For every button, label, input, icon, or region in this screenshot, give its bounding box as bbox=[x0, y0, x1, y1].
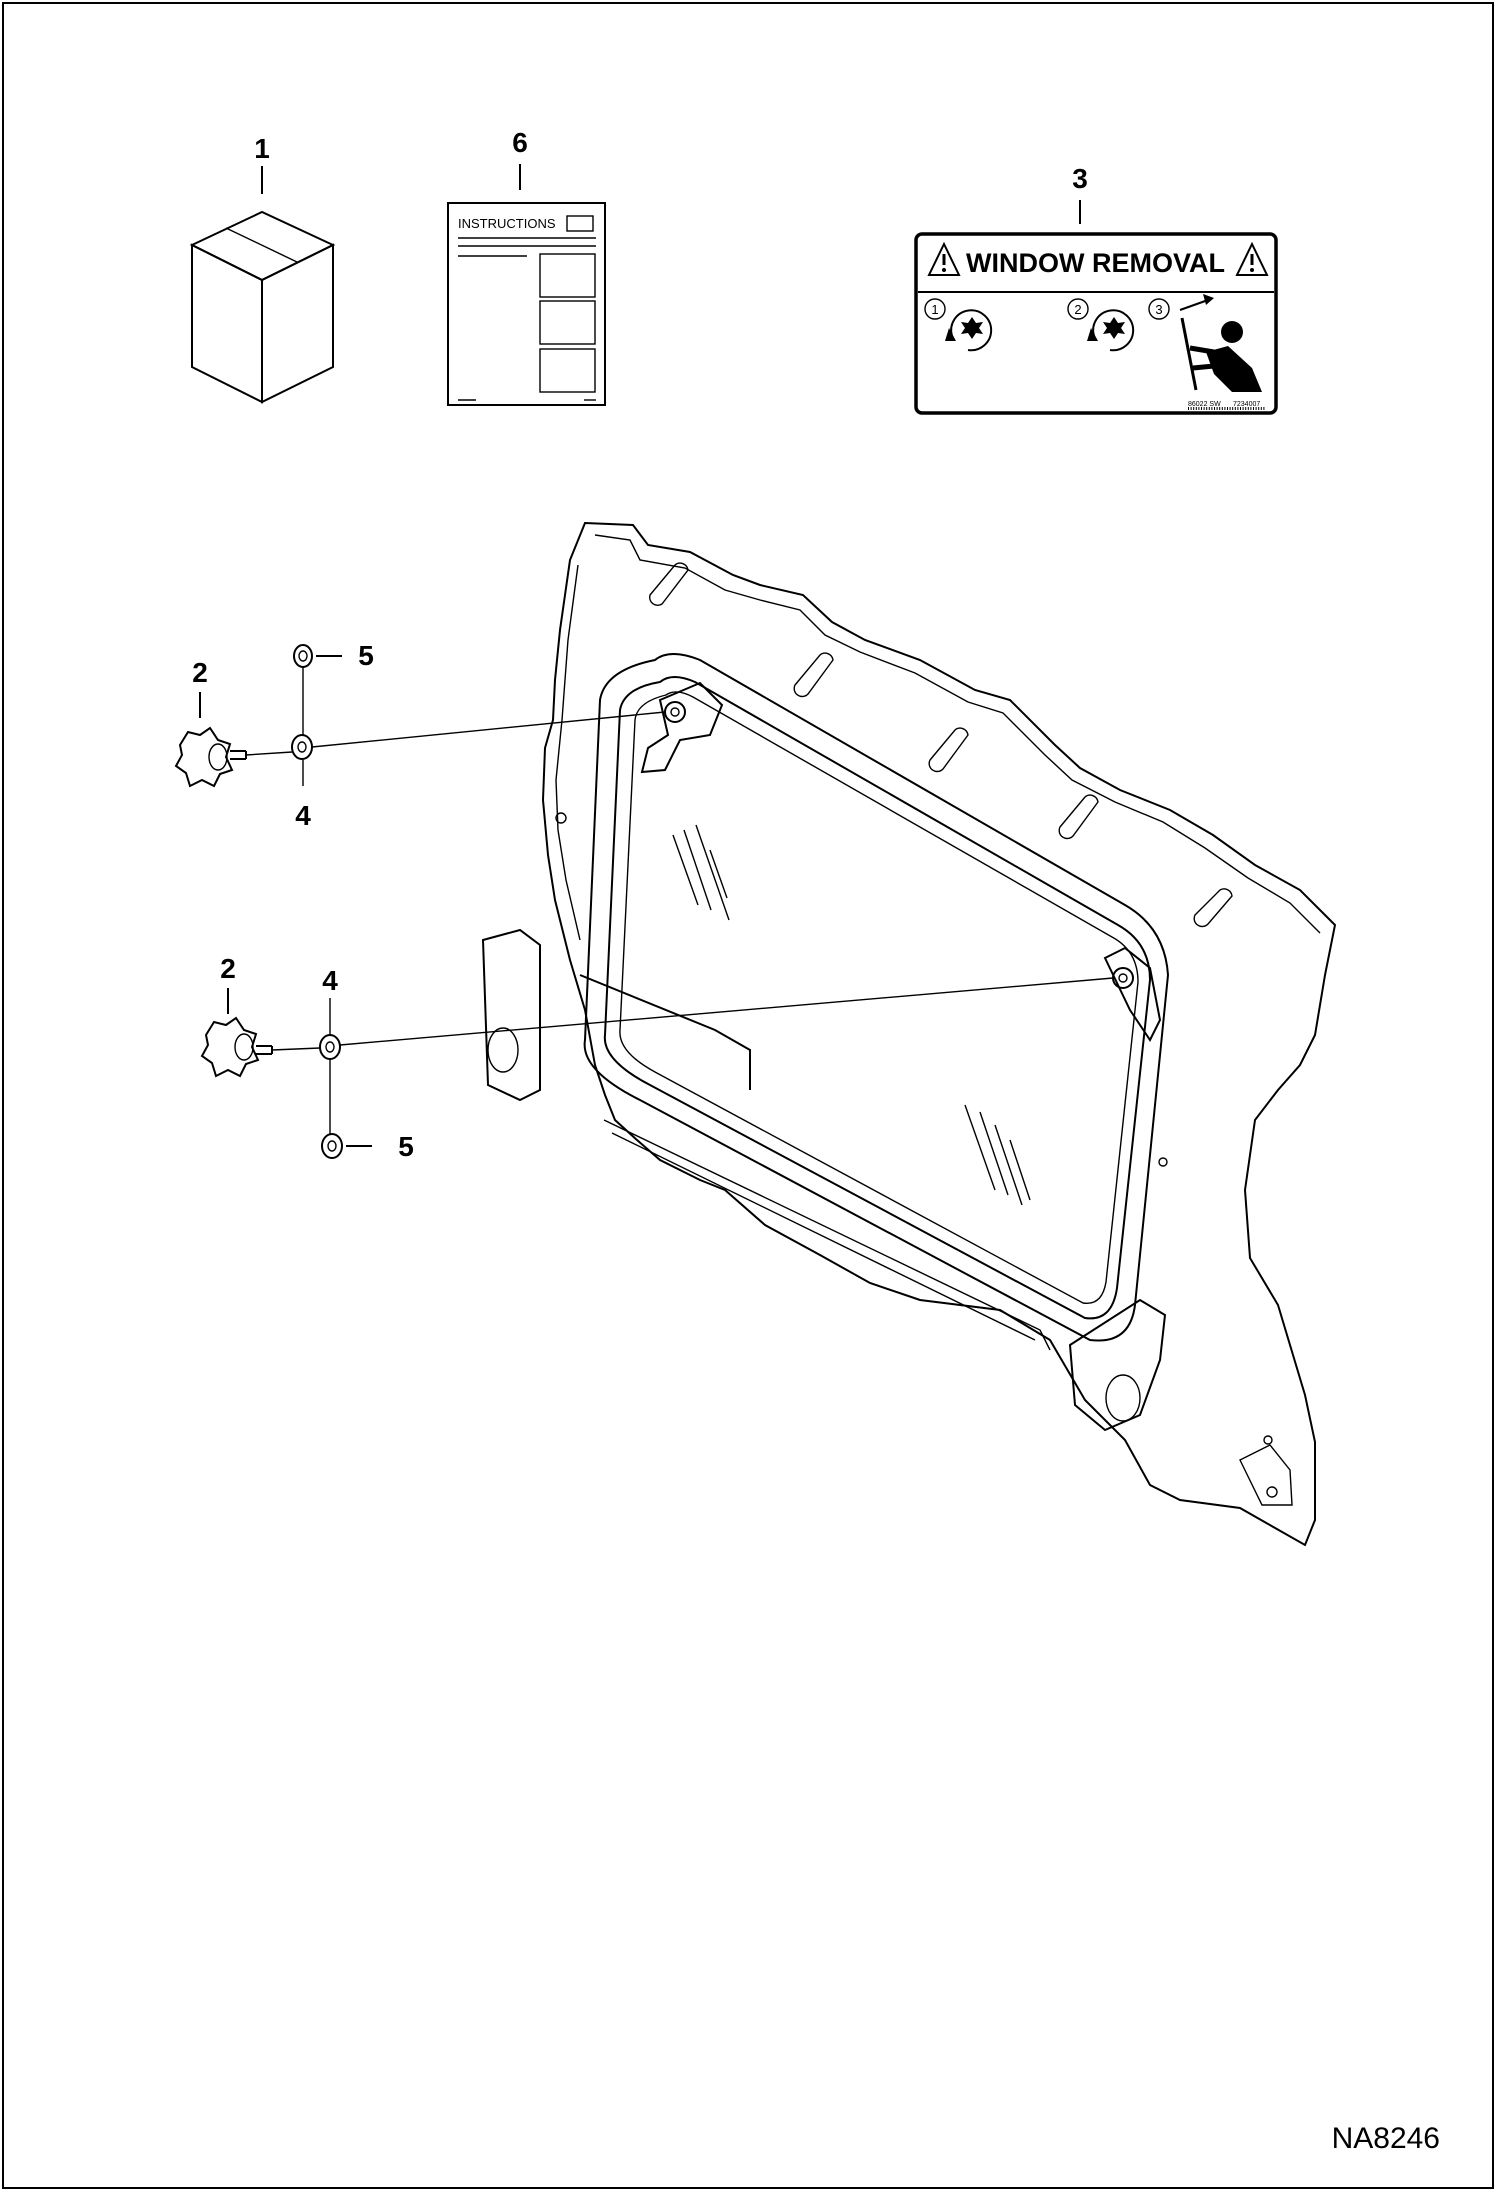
decal-part-code-left: 86022 SW bbox=[1188, 401, 1221, 408]
rotate-knob-icon bbox=[1087, 309, 1135, 352]
assembly-line-lower-a bbox=[271, 1047, 321, 1051]
instructions-heading: INSTRUCTIONS bbox=[458, 216, 556, 231]
hinge-lug bbox=[1068, 1298, 1293, 1506]
warning-icon bbox=[927, 241, 961, 276]
window-removal-decal: WINDOW REMOVAL 1 2 3 86022 SW bbox=[914, 232, 1278, 415]
knob-upper bbox=[174, 726, 247, 788]
assembly-line-upper-b bbox=[311, 711, 666, 748]
figure-id: NA8246 bbox=[1332, 2122, 1440, 2155]
warning-icon bbox=[1235, 241, 1269, 276]
callout-2-bottom: 2 bbox=[220, 953, 236, 984]
decal-step-2: 2 bbox=[1074, 302, 1081, 317]
rotate-knob-icon bbox=[945, 309, 993, 352]
decal-part-code-right: 7234007 bbox=[1233, 401, 1260, 408]
callout-1: 1 bbox=[254, 133, 270, 164]
step-number-circle bbox=[1148, 298, 1170, 320]
instructions-sheet: INSTRUCTIONS bbox=[447, 202, 606, 406]
frame-slot bbox=[1058, 794, 1099, 840]
window-stud bbox=[1103, 946, 1168, 1167]
washer-4-lower bbox=[319, 1034, 341, 1060]
person-pushing-window-icon bbox=[1179, 294, 1262, 392]
callout-2-top: 2 bbox=[192, 657, 208, 688]
callout-5-bottom: 5 bbox=[398, 1131, 414, 1162]
hinge-lug bbox=[481, 812, 567, 1102]
step-number-circle bbox=[1067, 298, 1089, 320]
assembly-line-upper-a bbox=[245, 751, 293, 756]
frame-slot bbox=[928, 727, 969, 773]
washer-5-lower bbox=[321, 1133, 343, 1159]
decal-step-3: 3 bbox=[1155, 302, 1162, 317]
window-latch bbox=[640, 681, 724, 774]
frame-slot bbox=[1193, 888, 1233, 928]
bottom-rail bbox=[579, 974, 1051, 1351]
callout-3: 3 bbox=[1072, 163, 1088, 194]
frame-slot bbox=[793, 652, 834, 698]
callout-4-top: 4 bbox=[295, 800, 311, 831]
decal-step-1: 1 bbox=[931, 302, 938, 317]
callout-5-top: 5 bbox=[358, 640, 374, 671]
washer-5-upper bbox=[293, 644, 313, 668]
washer-4-upper bbox=[291, 734, 313, 760]
decal-title: WINDOW REMOVAL bbox=[966, 248, 1225, 278]
callout-4-bottom: 4 bbox=[322, 965, 338, 996]
frame-slot bbox=[648, 562, 689, 606]
assembly-line-lower-b bbox=[339, 977, 1114, 1046]
callout-6: 6 bbox=[512, 127, 528, 158]
step-number-circle bbox=[924, 298, 946, 320]
box-item bbox=[189, 210, 336, 404]
knob-lower bbox=[200, 1016, 273, 1078]
glass-reflection bbox=[672, 824, 1031, 1206]
cab-door-frame bbox=[481, 521, 1337, 1547]
